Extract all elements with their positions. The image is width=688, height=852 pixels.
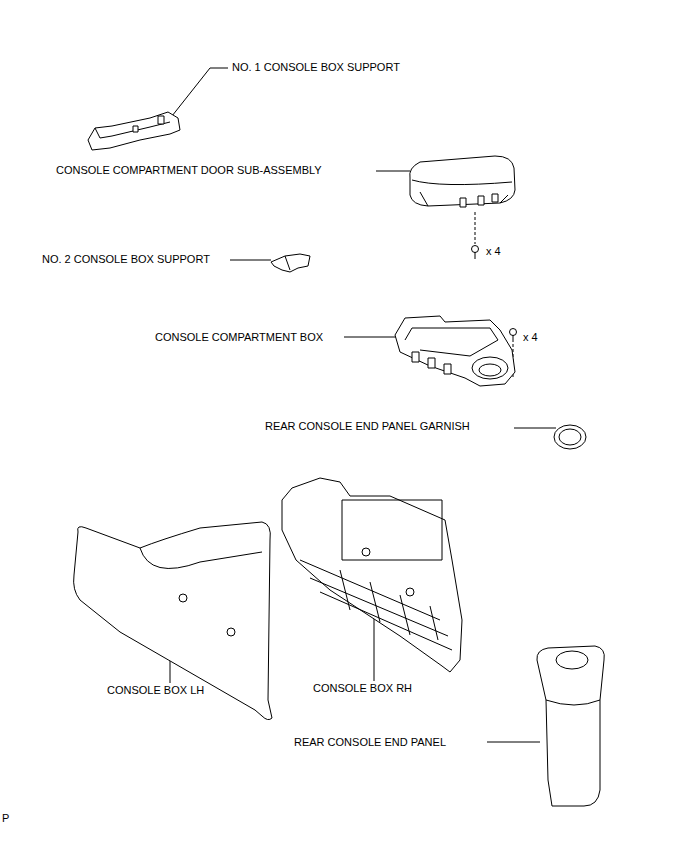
part-name: NO. 1 CONSOLE BOX SUPPORT [232,61,400,74]
figure-code: P [2,812,9,825]
console-box-rh [282,478,462,672]
part-name: NO. 2 CONSOLE BOX SUPPORT [42,253,210,266]
quantity-note: x 4 [486,245,501,258]
compartment-box [395,316,517,386]
console-box-lh [74,522,272,720]
part-name: CONSOLE COMPARTMENT BOX [155,331,323,344]
part-name: REAR CONSOLE END PANEL [294,736,446,749]
garnish-ring [554,425,586,449]
quantity-note: x 4 [523,331,538,344]
no2-support [271,254,310,272]
rear-end-panel [537,646,604,806]
part-name: CONSOLE BOX LH [107,684,204,697]
part-name: CONSOLE BOX RH [313,682,412,695]
no1-support [88,112,180,150]
part-name: REAR CONSOLE END PANEL GARNISH [265,420,470,433]
door-subassembly [410,156,515,259]
part-name: CONSOLE COMPARTMENT DOOR SUB-ASSEMBLY [56,164,322,177]
